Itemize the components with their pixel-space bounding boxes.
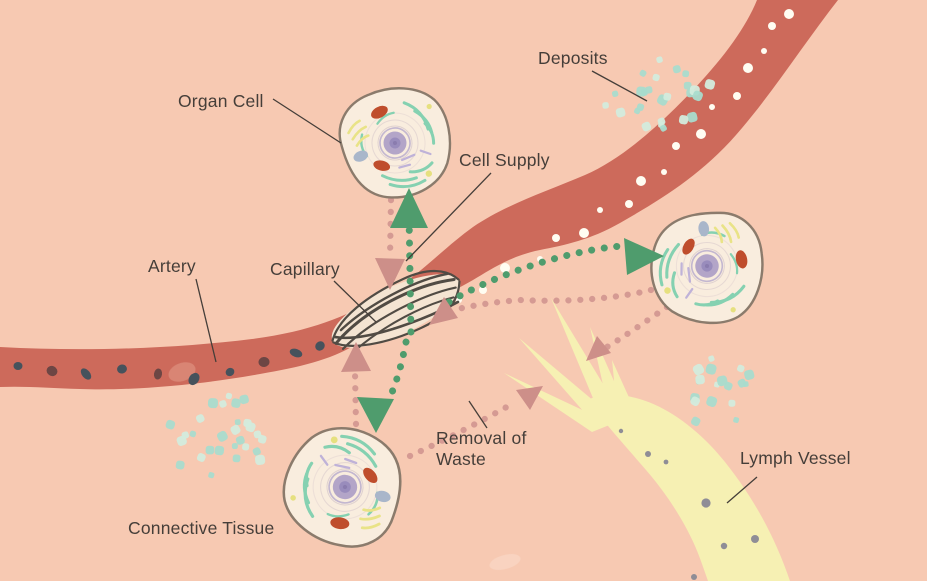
waste-arrow-icon [375, 258, 405, 290]
label-organ-cell: Organ Cell [178, 91, 264, 111]
deposits-clusters [165, 56, 755, 479]
organ-cell-top [331, 78, 461, 208]
capillary-bundle [331, 269, 461, 351]
organ-cell-right [644, 204, 770, 330]
label-removal-of-waste: Removal of Waste [436, 428, 527, 469]
label-cell-supply: Cell Supply [459, 150, 550, 170]
artery-vessel [0, 0, 838, 390]
lymph-particles [618, 428, 759, 580]
label-connective-tissue: Connective Tissue [128, 518, 275, 538]
label-deposits: Deposits [538, 48, 608, 68]
leader-lines [195, 70, 758, 504]
supply-arrows [357, 188, 664, 433]
lymph-vessel [504, 298, 790, 581]
waste-arrows [341, 258, 611, 410]
waste-arrow-icon [516, 386, 543, 410]
organ-cell-bottom [265, 408, 423, 565]
supply-arrow-right-icon [624, 238, 664, 275]
cell-supply-paths [383, 210, 632, 408]
waste-arrow-icon [429, 297, 458, 325]
artery-blood-cells-dark [13, 332, 347, 386]
waste-arrow-icon [341, 342, 371, 372]
label-artery: Artery [148, 256, 196, 276]
waste-arrow-icon [586, 336, 611, 361]
label-capillary: Capillary [270, 259, 340, 279]
waste-removal-paths [351, 196, 671, 460]
artery-texture [168, 362, 521, 570]
lymph-vessel-fingers [504, 298, 632, 432]
supply-arrow-up-icon [390, 188, 428, 228]
label-lymph-vessel: Lymph Vessel [740, 448, 851, 468]
supply-arrow-down-icon [357, 397, 394, 433]
